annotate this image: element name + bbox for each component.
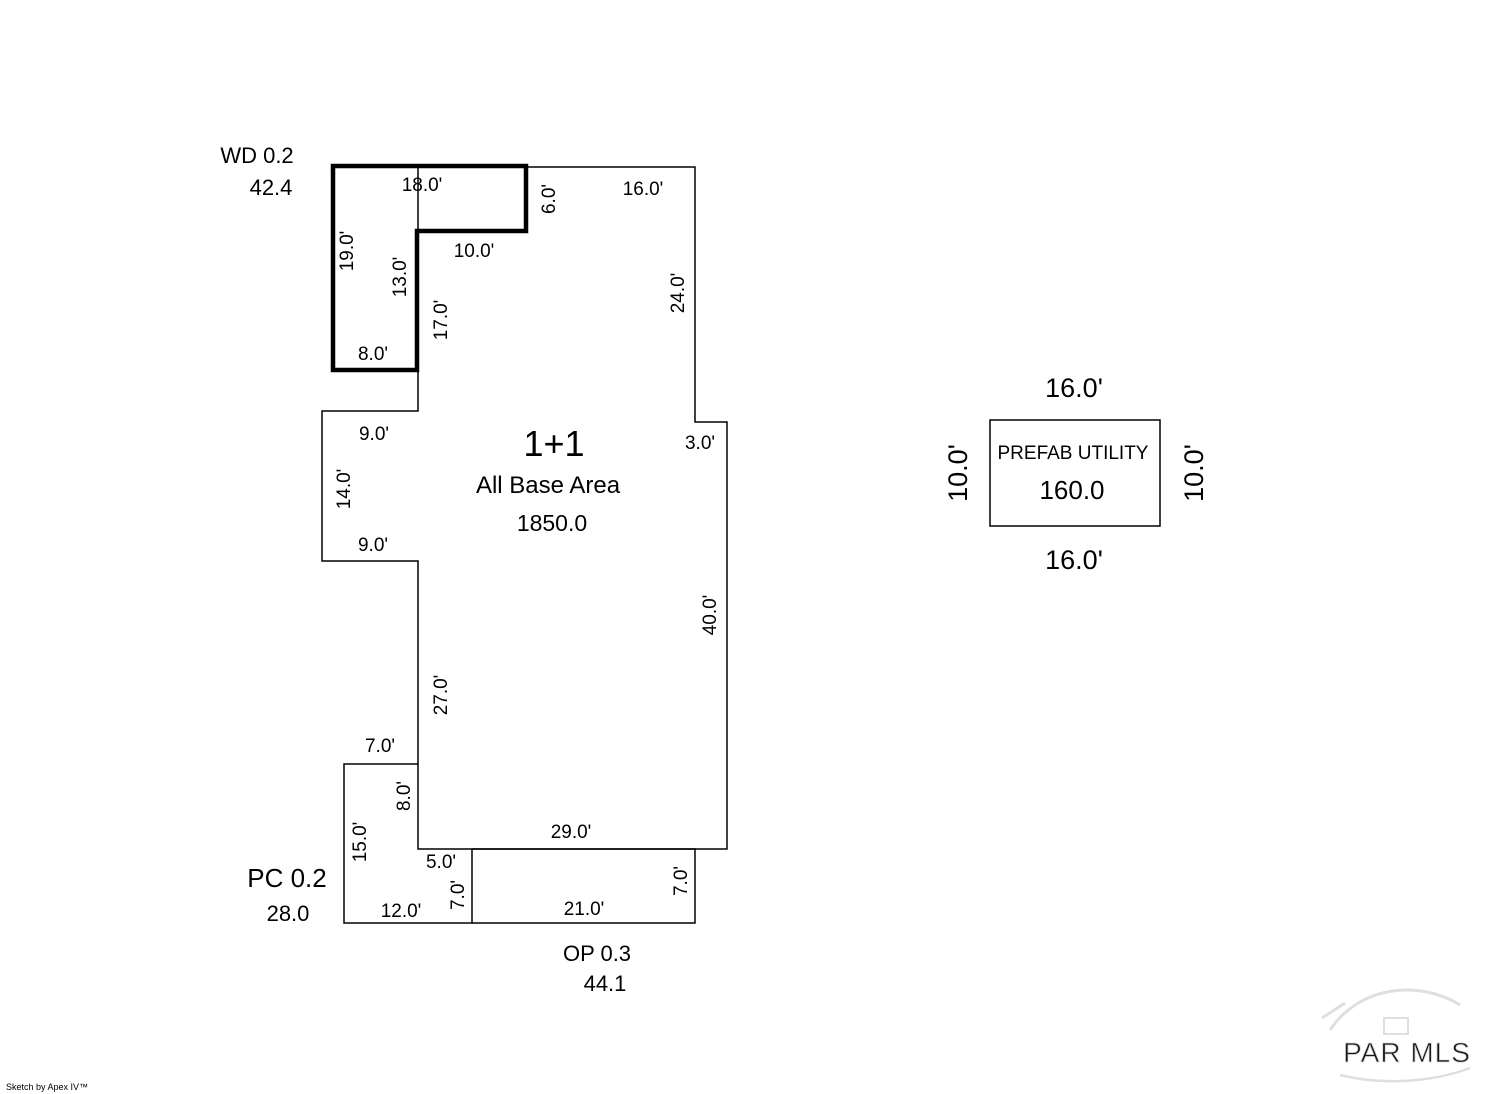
pc-area: 28.0 bbox=[267, 901, 310, 926]
svg-text:PAR MLS: PAR MLS bbox=[1343, 1037, 1471, 1068]
wd-dim-inner-side: 13.0' bbox=[390, 257, 411, 298]
wd-dim-left: 19.0' bbox=[337, 231, 358, 272]
base-area-name: All Base Area bbox=[476, 472, 621, 499]
utility-dim-right: 10.0' bbox=[1179, 444, 1209, 502]
wd-dim-inner: 10.0' bbox=[454, 241, 495, 262]
pc-dim-right-upper: 8.0' bbox=[394, 781, 415, 811]
op-dim-right: 7.0' bbox=[671, 866, 692, 896]
base-dim-top: 16.0' bbox=[623, 179, 664, 200]
op-area-outline bbox=[472, 848, 696, 924]
wd-area-outline bbox=[330, 163, 529, 373]
op-label: OP 0.3 bbox=[563, 941, 631, 966]
wd-dim-top: 18.0' bbox=[402, 175, 443, 196]
base-dim-bottom: 29.0' bbox=[551, 822, 592, 843]
pc-area-outline bbox=[343, 763, 473, 924]
base-dim-right-upper: 24.0' bbox=[668, 273, 689, 314]
utility-dim-top: 16.0' bbox=[1045, 373, 1103, 403]
utility-outline bbox=[989, 419, 1161, 527]
utility-name: PREFAB UTILITY bbox=[998, 443, 1149, 464]
mls-watermark-logo: PAR MLS bbox=[1321, 988, 1471, 1083]
base-dim-bump-side: 14.0' bbox=[334, 469, 355, 510]
base-dim-bump-bottom: 9.0' bbox=[358, 535, 388, 556]
utility-area: 160.0 bbox=[1039, 475, 1104, 505]
base-dim-left-lower: 27.0' bbox=[431, 675, 452, 716]
pc-dim-bottom: 12.0' bbox=[381, 901, 422, 922]
utility-dim-left: 10.0' bbox=[943, 444, 973, 502]
op-dim-bottom: 21.0' bbox=[564, 899, 605, 920]
base-dim-step: 3.0' bbox=[685, 433, 715, 454]
wd-label: WD 0.2 bbox=[220, 143, 293, 168]
base-area-title: 1+1 bbox=[523, 423, 584, 464]
wd-dim-right: 6.0' bbox=[539, 184, 560, 214]
base-dim-left-upper: 17.0' bbox=[431, 300, 452, 341]
wd-area: 42.4 bbox=[250, 175, 293, 200]
base-area-value: 1850.0 bbox=[517, 510, 587, 536]
pc-label: PC 0.2 bbox=[247, 863, 327, 893]
pc-dim-left: 15.0' bbox=[350, 822, 371, 863]
utility-dim-bottom: 16.0' bbox=[1045, 545, 1103, 575]
op-area: 44.1 bbox=[584, 971, 627, 996]
pc-dim-step: 5.0' bbox=[426, 852, 456, 873]
base-dim-bump-top: 9.0' bbox=[359, 424, 389, 445]
pc-dim-top: 7.0' bbox=[365, 736, 395, 757]
footer-credit: Sketch by Apex IV™ bbox=[6, 1082, 88, 1092]
base-dim-right-lower: 40.0' bbox=[700, 595, 721, 636]
wd-dim-bottom: 8.0' bbox=[358, 344, 388, 365]
pc-dim-right-lower: 7.0' bbox=[448, 880, 469, 910]
